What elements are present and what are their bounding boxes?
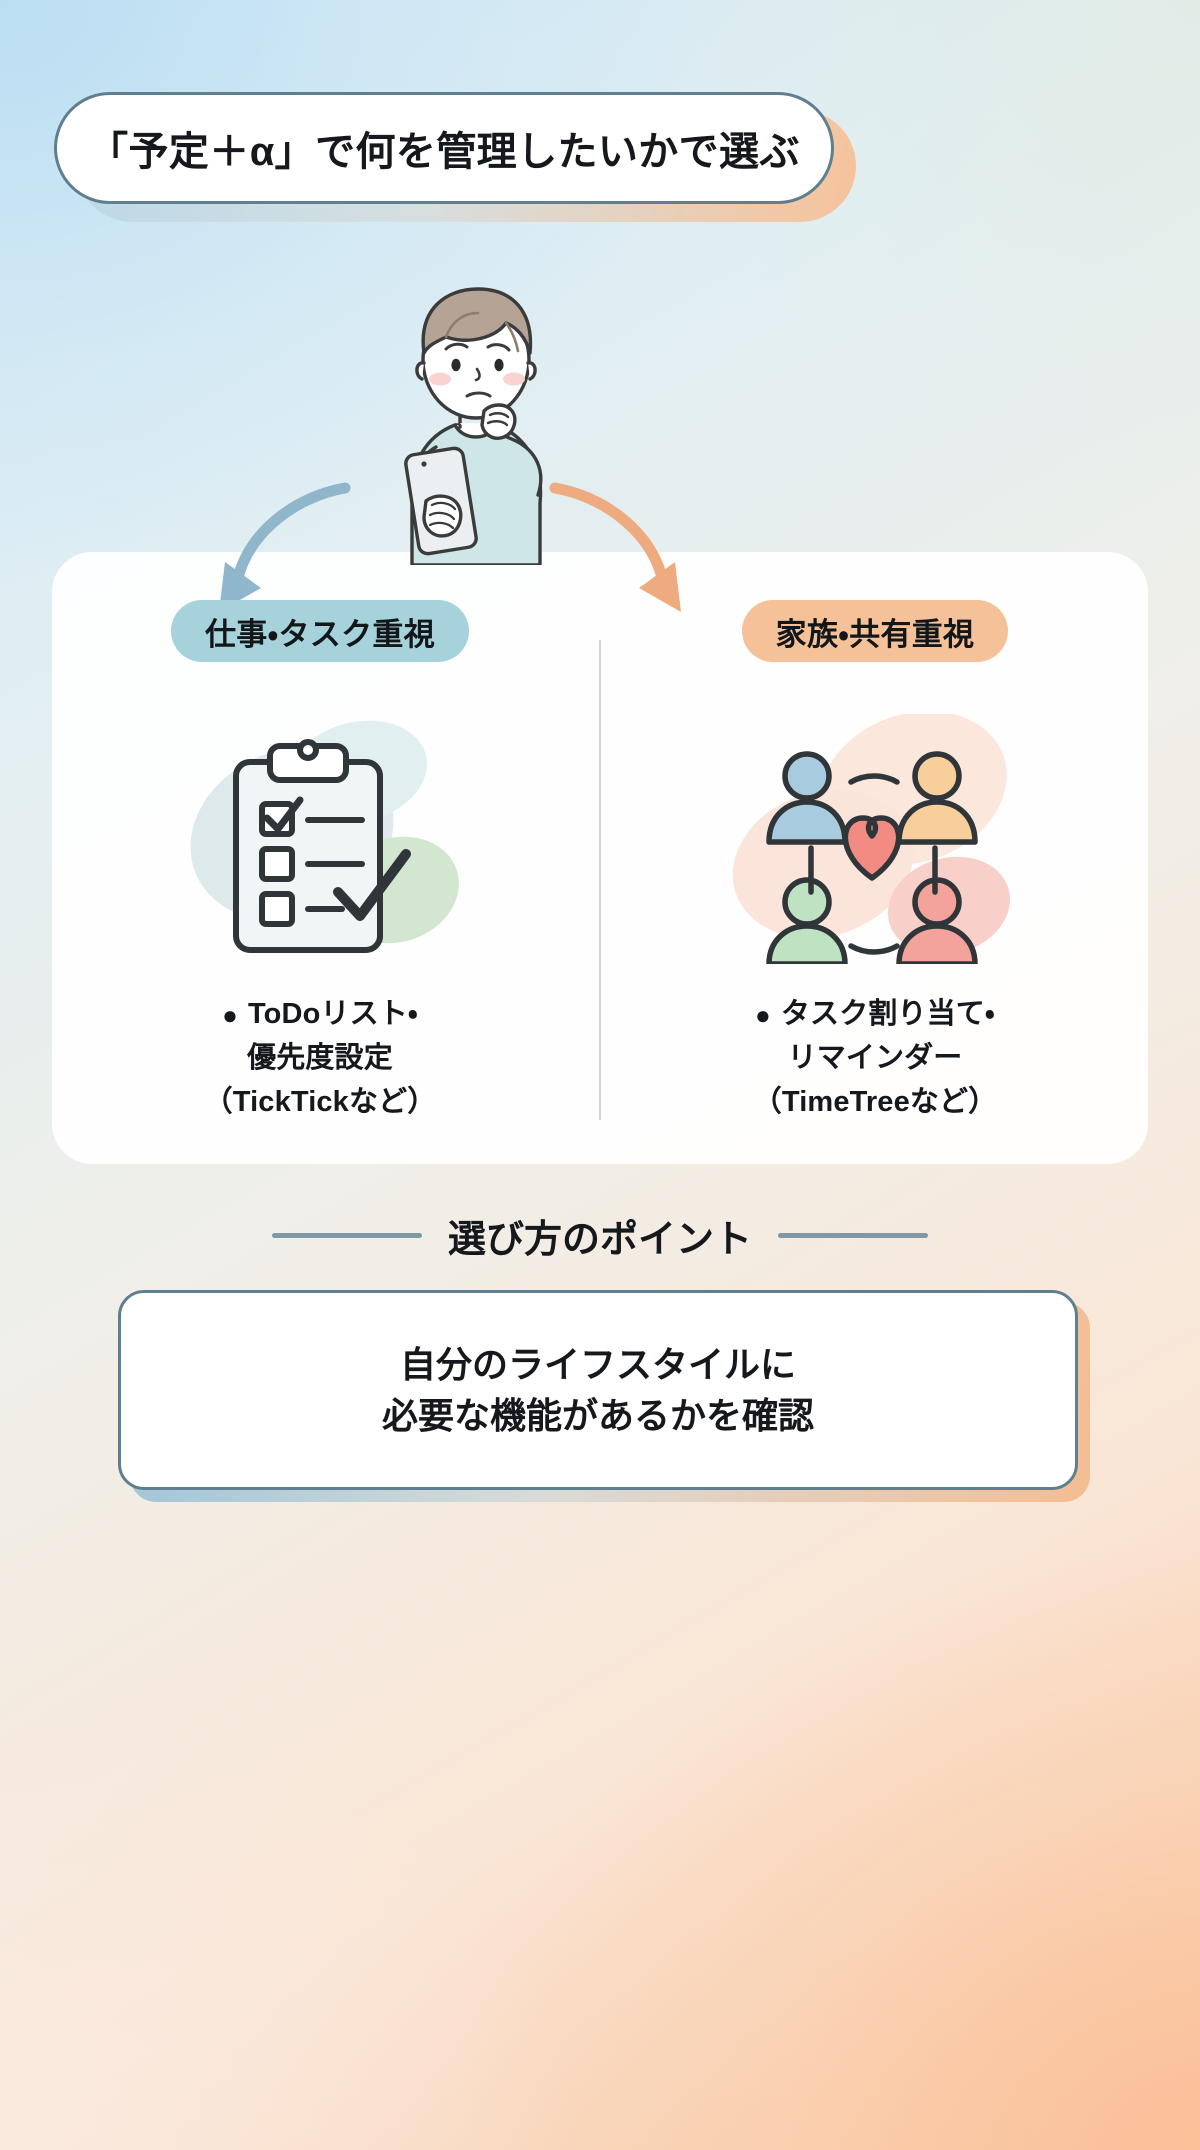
checklist-clipboard-icon-wrap (170, 714, 470, 964)
bullet-block-family: ●タスク割り当て・ リマインダー （TimeTreeなど） (645, 992, 1105, 1124)
column-divider (599, 640, 601, 1120)
bullet-line: 優先度設定 (247, 1042, 393, 1075)
bullet-line: ●ToDoリスト・ (222, 998, 418, 1030)
bottom-line: 必要な機能があるかを確認 (381, 1395, 814, 1436)
arrow-to-work-column (219, 482, 351, 612)
arrow-to-family-column (549, 482, 681, 612)
point-heading-row: 選び方のポイント (0, 1200, 1200, 1270)
bottom-section: 選び方のポイント (0, 1200, 1200, 1270)
column-family: 家族・共有重視 (625, 600, 1125, 1124)
bullet-dot-icon: ● (222, 999, 238, 1030)
checklist-clipboard-icon (190, 720, 459, 953)
bottom-line: 自分のライフスタイルに (399, 1343, 796, 1385)
rule-left (271, 1232, 422, 1238)
bullet-dot-icon: ● (755, 999, 771, 1030)
point-heading: 選び方のポイント (447, 1218, 752, 1261)
thinking-person-illustration (404, 287, 543, 565)
bullet-block-work: ●ToDoリスト・ 優先度設定 （TickTickなど） (90, 992, 550, 1124)
family-sharing-heart-icon-wrap (725, 711, 1025, 967)
pill-work-label: 仕事・タスク重視 (170, 600, 470, 662)
bullet-line: （TimeTreeなど） (752, 1086, 998, 1119)
family-sharing-heart-icon (732, 711, 1011, 967)
bullet-line: （TickTickなど） (203, 1086, 437, 1119)
bullet-line: ●タスク割り当て・ (755, 998, 995, 1030)
pill-family-label: 家族・共有重視 (741, 600, 1009, 662)
title-card: 「予定＋α」で何を管理したいかで選ぶ (54, 92, 834, 204)
column-work: 仕事・タスク重視 (70, 600, 570, 1124)
bottom-card: 自分のライフスタイルに 必要な機能があるかを確認 (118, 1290, 1078, 1490)
bullet-line: リマインダー (787, 1042, 963, 1075)
rule-right (778, 1232, 928, 1238)
page-title: 「予定＋α」で何を管理したいかで選ぶ (88, 130, 800, 174)
